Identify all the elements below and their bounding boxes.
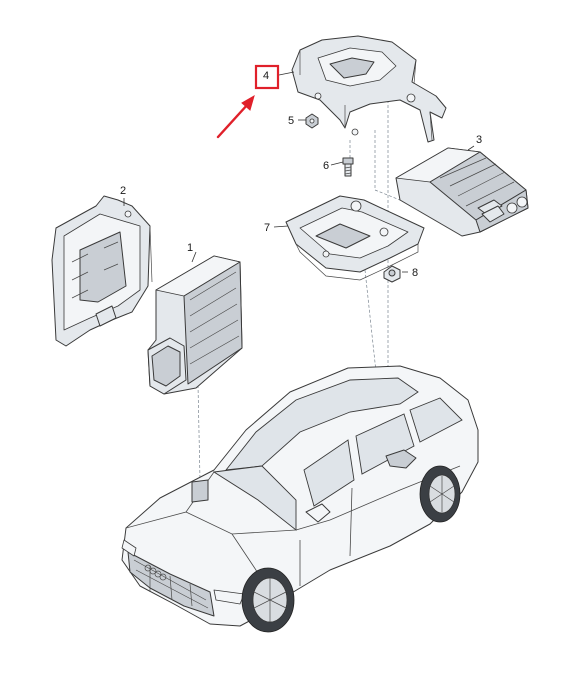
bolt-part-6 <box>342 157 354 177</box>
label-leaders <box>123 71 475 273</box>
vehicle-illustration <box>121 365 479 633</box>
control-module-part-3 <box>395 147 529 237</box>
nut-part-5 <box>305 113 319 129</box>
part-label-3: 3 <box>476 134 482 146</box>
part-labels: 1 2 3 4 5 6 7 8 <box>120 70 482 279</box>
part-label-6: 6 <box>323 160 329 172</box>
part-label-5: 5 <box>288 115 294 127</box>
holder-part-2 <box>51 195 153 347</box>
control-unit-part-1 <box>147 255 243 395</box>
part-label-8: 8 <box>412 267 418 279</box>
part-label-7: 7 <box>264 222 270 234</box>
highlight-box <box>254 64 280 90</box>
highlight-annotation <box>216 64 280 139</box>
part-label-4: 4 <box>263 70 269 82</box>
carrier-plate-part-7 <box>285 195 425 281</box>
part-label-2: 2 <box>120 185 126 197</box>
highlight-arrowhead-icon <box>241 94 255 111</box>
part-label-1: 1 <box>187 242 193 254</box>
clip-nut-part-8 <box>383 265 401 283</box>
highlight-arrow-icon <box>216 102 250 139</box>
bracket-part-4 <box>291 35 447 143</box>
